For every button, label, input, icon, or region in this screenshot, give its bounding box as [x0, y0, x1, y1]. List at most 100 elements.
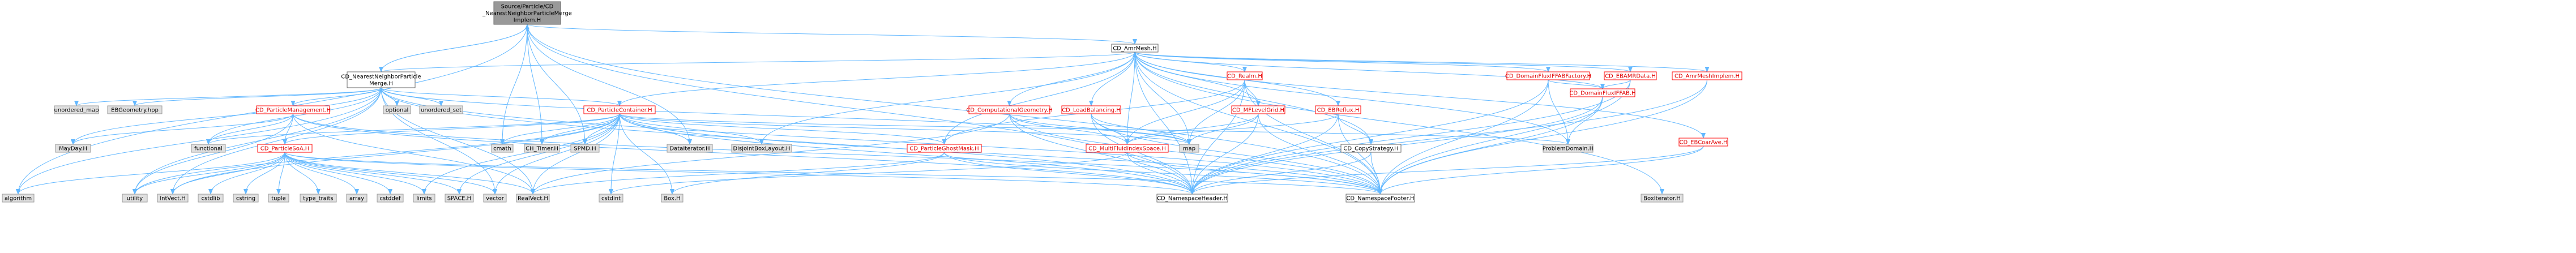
- node-label-root: _NearestNeighborParticleMerge: [482, 11, 572, 17]
- node-spmd[interactable]: SPMD.H: [570, 144, 600, 153]
- edge-partcont-to-probdomain: [619, 113, 1570, 145]
- node-box-spmd: [570, 144, 600, 153]
- node-cstdlib[interactable]: cstdlib: [198, 194, 224, 203]
- node-box-intvect: [157, 194, 189, 203]
- node-compgeom[interactable]: CD_ComputationalGeometry.H: [966, 105, 1053, 114]
- node-box-functional: [191, 144, 226, 153]
- node-cstdint[interactable]: cstdint: [599, 194, 623, 203]
- node-box-cstdlib: [198, 194, 224, 203]
- node-mflevelgrid[interactable]: CD_MFLevelGrid.H: [1231, 105, 1285, 114]
- node-partsoa[interactable]: CD_ParticleSoA.H: [257, 144, 313, 153]
- node-boxh[interactable]: Box.H: [661, 194, 683, 203]
- edge-nnpm-to-mayday: [71, 87, 382, 145]
- edge-partsoa-to-spaceh: [284, 152, 462, 195]
- node-domflux[interactable]: CD_DomainFluxIFFAB.H: [1569, 88, 1636, 97]
- node-ghostmask[interactable]: CD_ParticleGhostMask.H: [907, 144, 982, 153]
- node-intvect[interactable]: IntVect.H: [157, 194, 189, 203]
- node-cstring[interactable]: cstring: [233, 194, 259, 203]
- node-utility[interactable]: utility: [122, 194, 148, 203]
- node-ebcoarave[interactable]: CD_EBCoarAve.H: [1678, 138, 1728, 147]
- node-map[interactable]: map: [1179, 144, 1199, 153]
- node-domflux_factory[interactable]: CD_DomainFluxIFFABFactory.H: [1505, 71, 1591, 80]
- node-partmgmt[interactable]: CD_ParticleManagement.H: [255, 105, 331, 114]
- node-box-type_traits: [300, 194, 337, 203]
- node-label-root: Implem.H: [514, 18, 541, 24]
- node-label-spaceh: SPACE.H: [447, 196, 471, 202]
- edge-root-to-nsheader: [527, 24, 1195, 195]
- node-ebreflux[interactable]: CD_EBReflux.H: [1315, 105, 1361, 114]
- node-disjoint[interactable]: DisjointBoxLayout.H: [731, 144, 792, 153]
- node-cmath[interactable]: cmath: [491, 144, 514, 153]
- node-amrmesh[interactable]: CD_AmrMesh.H: [1111, 44, 1159, 53]
- node-label-functional: functional: [194, 146, 223, 152]
- node-copystrat[interactable]: CD_CopyStrategy.H: [1340, 144, 1402, 153]
- node-label-partcont: CD_ParticleContainer.H: [587, 108, 652, 114]
- edge-partcont-to-nsfooter: [619, 113, 1383, 195]
- node-realvect[interactable]: RealVect.H: [516, 194, 550, 203]
- edge-ebreflux-to-mfindex: [1125, 113, 1339, 145]
- node-dataiter[interactable]: DataIterator.H: [667, 144, 713, 153]
- edge-nnpm-to-map: [381, 87, 1191, 145]
- node-optional[interactable]: optional: [383, 105, 411, 114]
- node-type_traits[interactable]: type_traits: [300, 194, 337, 203]
- node-unordered_map[interactable]: unordered_map: [54, 105, 99, 114]
- node-boxiter[interactable]: BoxIterator.H: [1641, 194, 1684, 203]
- edge-partsoa-to-utility: [133, 152, 285, 195]
- node-box-mflevelgrid: [1231, 105, 1285, 114]
- node-realm[interactable]: CD_Realm.H: [1227, 71, 1263, 80]
- node-ebgeom[interactable]: EBGeometry.hpp: [107, 105, 163, 114]
- node-box-disjoint: [731, 144, 792, 153]
- node-label-partsoa: CD_ParticleSoA.H: [260, 146, 309, 152]
- node-label-tuple: tuple: [271, 196, 286, 202]
- node-chtimer[interactable]: CH_Timer.H: [524, 144, 560, 153]
- edge-amrmesh-to-realm: [1134, 52, 1247, 72]
- edge-mflevelgrid-to-mfindex: [1125, 113, 1259, 145]
- node-box-cmath: [491, 144, 514, 153]
- node-label-algorithm: algorithm: [5, 196, 32, 202]
- node-algorithm[interactable]: algorithm: [2, 194, 35, 203]
- edge-partmgmt-to-mayday: [71, 113, 293, 145]
- node-box-partmgmt: [256, 105, 330, 114]
- node-root: Source/Particle/CD_NearestNeighborPartic…: [482, 1, 572, 25]
- node-mayday[interactable]: MayDay.H: [55, 144, 91, 153]
- node-vector[interactable]: vector: [483, 194, 507, 203]
- node-cstddef[interactable]: cstddef: [377, 194, 404, 203]
- edge-partcont-to-vector: [493, 113, 620, 195]
- node-probdomain[interactable]: ProblemDomain.H: [1543, 144, 1594, 153]
- node-label-ebamrdata: CD_EBAMRData.H: [1605, 74, 1656, 80]
- edge-amrmesh-to-ebamrdata: [1134, 52, 1633, 72]
- node-partcont[interactable]: CD_ParticleContainer.H: [583, 105, 656, 114]
- node-label-cmath: cmath: [493, 146, 511, 152]
- edge-nnpm-to-functional: [206, 87, 382, 145]
- node-array[interactable]: array: [346, 194, 368, 203]
- node-limits[interactable]: limits: [413, 194, 435, 203]
- node-label-map: map: [1183, 146, 1195, 152]
- node-nsheader[interactable]: CD_NamespaceHeader.H: [1156, 194, 1228, 203]
- node-ebamrdata[interactable]: CD_EBAMRData.H: [1604, 71, 1657, 80]
- node-label-cstdlib: cstdlib: [202, 196, 220, 202]
- edge-ghostmask-to-nsfooter: [944, 152, 1383, 195]
- node-box-vector: [483, 194, 507, 203]
- node-amrimplem[interactable]: CD_AmrMeshImplem.H: [1672, 71, 1742, 80]
- node-functional[interactable]: functional: [191, 144, 226, 153]
- node-unordered_set[interactable]: unordered_set: [419, 105, 463, 114]
- node-box-algorithm: [2, 194, 35, 203]
- edge-nnpm-to-utility: [133, 87, 382, 195]
- node-label-mfindex: CD_MultiFluidIndexSpace.H: [1088, 146, 1166, 152]
- node-nsfooter[interactable]: CD_NamespaceFooter.H: [1345, 194, 1415, 203]
- edge-partcont-to-limits: [422, 113, 620, 195]
- node-loadbal[interactable]: CD_LoadBalancing.H: [1061, 105, 1121, 114]
- node-spaceh[interactable]: SPACE.H: [445, 194, 474, 203]
- node-mfindex[interactable]: CD_MultiFluidIndexSpace.H: [1086, 144, 1169, 153]
- node-box-ebcoarave: [1678, 138, 1728, 147]
- edge-partsoa-to-type_traits: [284, 152, 321, 195]
- edge-partcont-to-partsoa: [283, 113, 620, 145]
- edge-nnpm-to-algorithm: [16, 87, 382, 195]
- edge-partsoa-to-cstring: [243, 152, 285, 195]
- edge-amrmesh-to-nsheader: [1134, 52, 1195, 195]
- node-box-partsoa: [257, 144, 313, 153]
- node-nnpm[interactable]: CD_NearestNeighborParticleMerge.H: [341, 71, 421, 88]
- node-box-ebreflux: [1315, 105, 1361, 114]
- node-box-unordered_set: [419, 105, 463, 114]
- node-tuple[interactable]: tuple: [268, 194, 289, 203]
